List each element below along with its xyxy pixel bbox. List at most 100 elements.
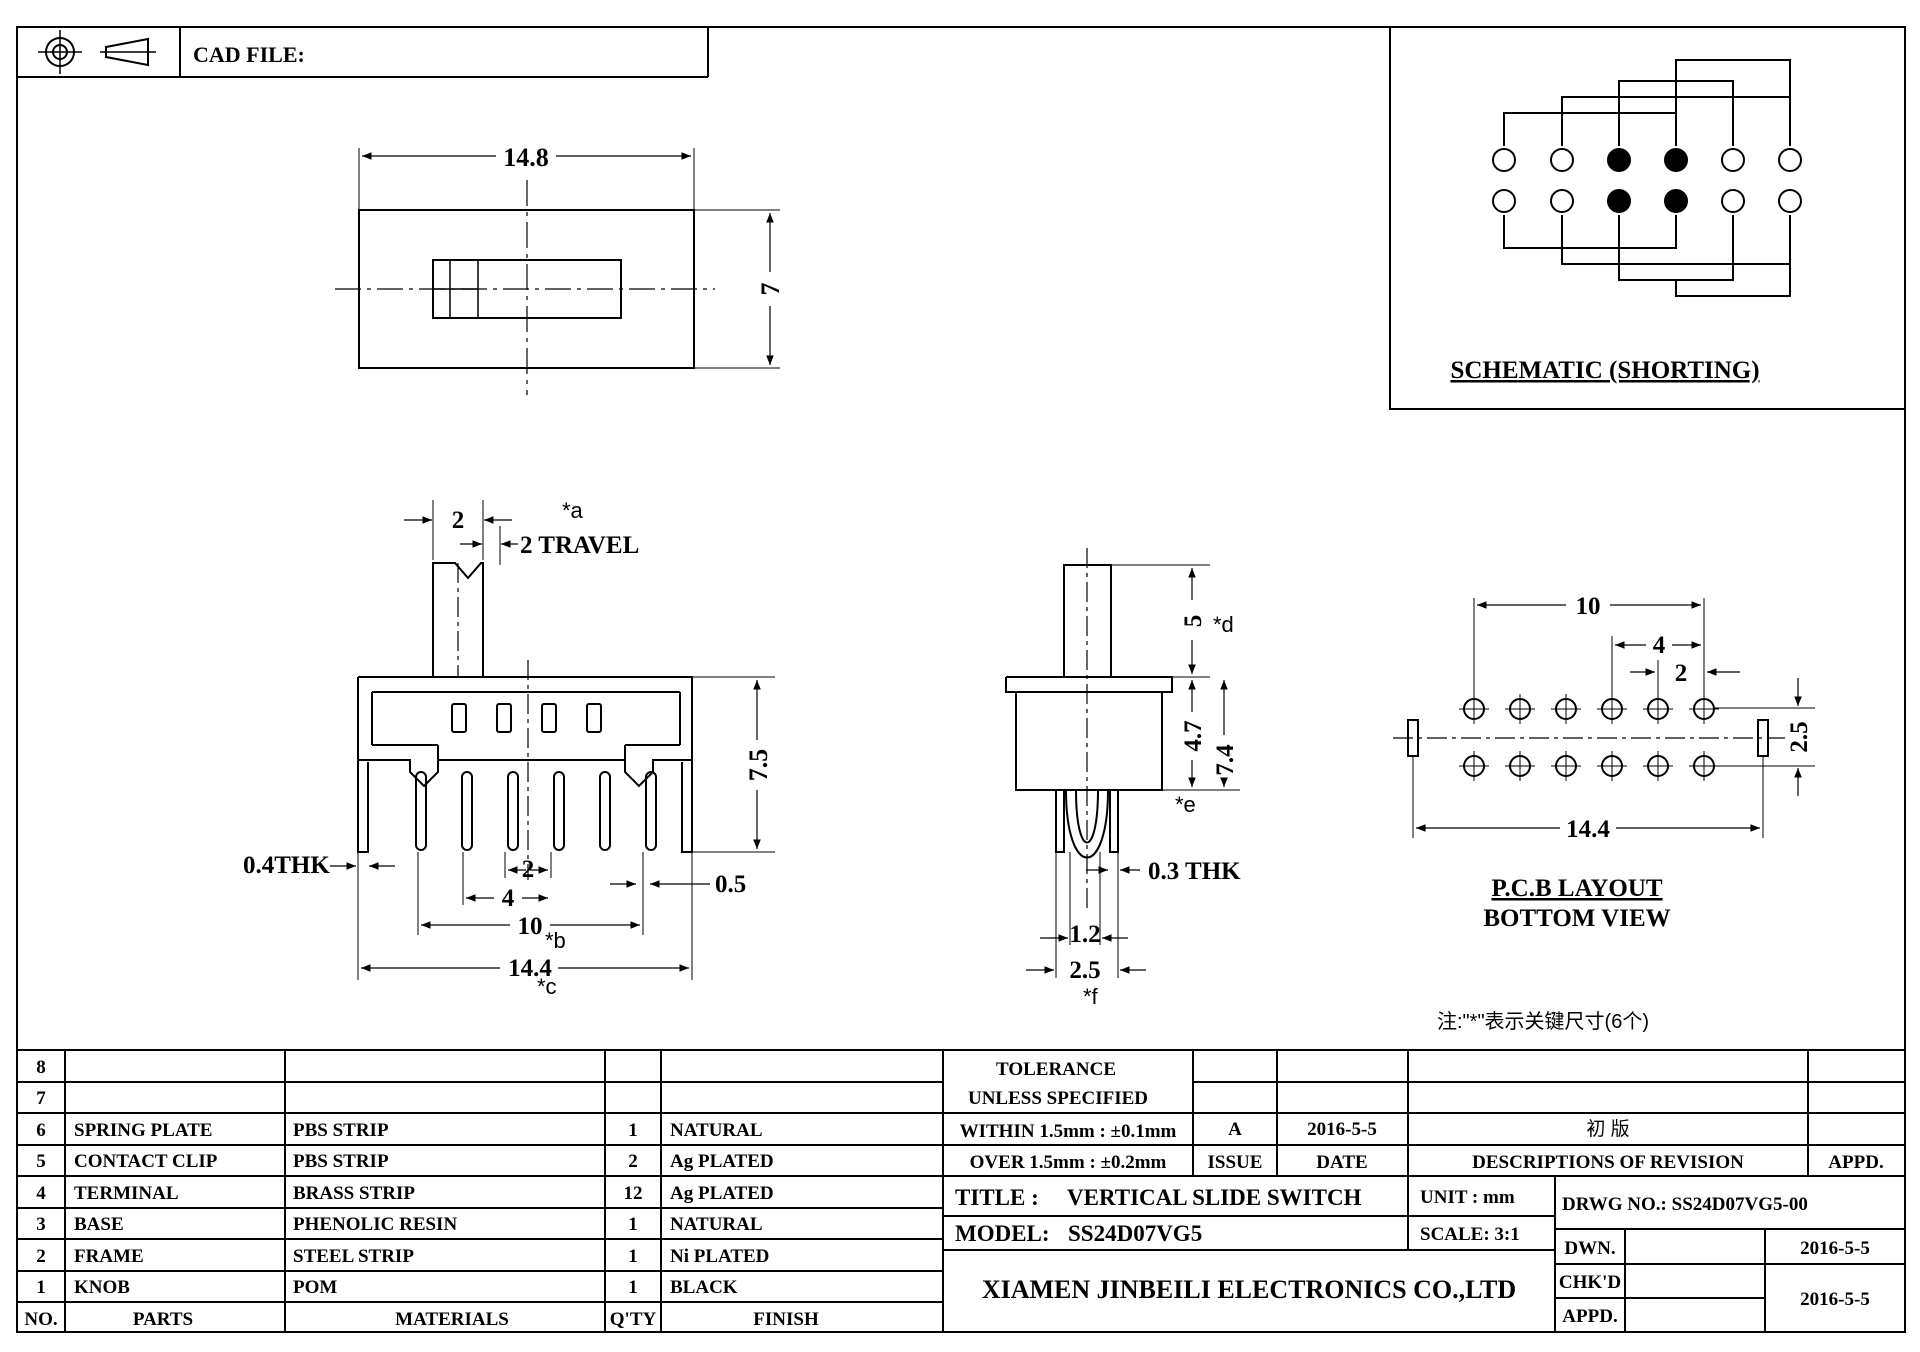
appd-label: APPD.	[1828, 1152, 1883, 1173]
schematic-pin	[1607, 148, 1631, 172]
bom-cell-no: 6	[36, 1120, 46, 1141]
cad-file-label: CAD FILE:	[193, 42, 305, 67]
side-total-dim: 7.4	[1212, 744, 1239, 776]
bom-cell-finish: NATURAL	[670, 1120, 763, 1141]
issue-label: ISSUE	[1208, 1152, 1263, 1173]
tolerance-within: WITHIN 1.5mm : ±0.1mm	[960, 1121, 1177, 1142]
side-view	[1005, 548, 1240, 978]
bom-cell-material: PBS STRIP	[293, 1151, 389, 1172]
schematic-pin	[1550, 148, 1574, 172]
bom-cell-no: 3	[36, 1214, 46, 1235]
front-mark-b: *b	[545, 928, 566, 953]
pcb-dim-2: 2	[1675, 660, 1688, 687]
dwn-label: DWN.	[1564, 1238, 1615, 1259]
bom-cell-qty: 1	[628, 1214, 638, 1235]
side-width-dim: 2.5	[1069, 957, 1100, 984]
pcb-layout-subtitle: BOTTOM VIEW	[1483, 905, 1670, 932]
schematic-pin	[1492, 189, 1516, 213]
side-mark-f: *f	[1083, 984, 1099, 1009]
title-block	[943, 1050, 1905, 1332]
bom-cell-no: 2	[36, 1246, 46, 1267]
front-pin-pitch-dim: 2	[522, 856, 535, 883]
schematic-title: SCHEMATIC (SHORTING)	[1450, 357, 1759, 384]
schematic-pin	[1492, 148, 1516, 172]
bom-cell-part: KNOB	[74, 1277, 130, 1298]
tolerance-over: OVER 1.5mm : ±0.2mm	[970, 1152, 1167, 1173]
terminal-pin	[599, 771, 611, 851]
bom-cell-part: TERMINAL	[74, 1183, 179, 1204]
title-value: VERTICAL SLIDE SWITCH	[1067, 1185, 1362, 1210]
schematic-wire	[1503, 112, 1677, 146]
bom-cell-qty: 2	[628, 1151, 638, 1172]
tolerance-label: TOLERANCE	[996, 1059, 1116, 1080]
bom-cell-no: 8	[36, 1057, 46, 1078]
critical-dimension-note: 注:"*"表示关键尺寸(6个)	[1437, 1010, 1649, 1033]
front-pin-width-dim: 0.5	[715, 871, 746, 898]
bom-cell-material: PHENOLIC RESIN	[293, 1214, 457, 1235]
front-pin-span-4-dim: 4	[502, 885, 515, 912]
title-label: TITLE :	[955, 1185, 1039, 1210]
top-view-height-dim: 7	[756, 283, 785, 296]
chkd-label: CHK'D	[1559, 1272, 1621, 1293]
bom-cell-no: 7	[36, 1088, 46, 1109]
bom-cell-part: SPRING PLATE	[74, 1120, 212, 1141]
unless-specified-label: UNLESS SPECIFIED	[968, 1088, 1148, 1109]
front-total-dim: 14.4	[508, 955, 552, 982]
bom-cell-finish: Ni PLATED	[670, 1246, 769, 1267]
bom-cell-material: PBS STRIP	[293, 1120, 389, 1141]
terminal-pin	[461, 771, 473, 851]
bom-cell-no: 4	[36, 1183, 46, 1204]
unit-label: UNIT : mm	[1420, 1187, 1515, 1208]
terminal-pin	[415, 771, 427, 851]
terminal-pin	[507, 771, 519, 851]
bom-cell-qty: 1	[628, 1246, 638, 1267]
bom-cell-finish: NATURAL	[670, 1214, 763, 1235]
pcb-dim-10: 10	[1576, 593, 1601, 620]
bom-cell-qty: 12	[624, 1183, 643, 1204]
bom-cell-part: FRAME	[74, 1246, 144, 1267]
front-travel-dim: 2 TRAVEL	[520, 532, 639, 559]
revision-description: 初 版	[1586, 1118, 1629, 1140]
schematic-wire	[1503, 215, 1677, 249]
bom-cell-material: BRASS STRIP	[293, 1183, 415, 1204]
dwn-date: 2016-5-5	[1800, 1238, 1870, 1259]
bom-cell-material: STEEL STRIP	[293, 1246, 414, 1267]
side-pin-dim: 1.2	[1069, 921, 1100, 948]
bom-cell-no: 5	[36, 1151, 46, 1172]
front-height-dim: 7.5	[744, 749, 773, 782]
bom-header-finish: FINISH	[753, 1309, 819, 1330]
front-knob-width-dim: 2	[452, 507, 465, 534]
projection-symbol-icon	[38, 30, 156, 74]
schematic-pin	[1607, 189, 1631, 213]
pcb-layout-title: P.C.B LAYOUT	[1491, 875, 1662, 902]
bom-header-materials: MATERIALS	[395, 1309, 509, 1330]
schematic-wire	[1561, 215, 1791, 265]
bom-cell-qty: 1	[628, 1120, 638, 1141]
side-body-dim: 4.7	[1180, 720, 1207, 751]
model-label: MODEL:	[955, 1221, 1050, 1246]
front-view	[330, 500, 775, 980]
bom-table	[17, 1049, 1905, 1332]
schematic-pin	[1721, 189, 1745, 213]
schematic-pin	[1778, 189, 1802, 213]
bom-header-qty: Q'TY	[610, 1309, 657, 1330]
terminal-pin	[645, 771, 657, 851]
top-view-width-dim: 14.8	[503, 143, 549, 172]
pcb-dim-25: 2.5	[1786, 721, 1813, 752]
front-mark-a: *a	[562, 498, 584, 523]
side-mark-d: *d	[1213, 612, 1234, 637]
schematic-wire	[1675, 264, 1791, 297]
drawing-number: DRWG NO.: SS24D07VG5-00	[1562, 1194, 1808, 1215]
schematic-wire	[1675, 59, 1791, 146]
company-name: XIAMEN JINBEILI ELECTRONICS CO.,LTD	[982, 1275, 1516, 1304]
date-label: DATE	[1316, 1152, 1367, 1173]
schematic-pin	[1664, 148, 1688, 172]
bom-cell-finish: Ag PLATED	[670, 1151, 774, 1172]
side-knob-dim: 5	[1180, 615, 1207, 628]
bom-cell-part: BASE	[74, 1214, 124, 1235]
revision-date: 2016-5-5	[1307, 1119, 1377, 1140]
model-value: SS24D07VG5	[1068, 1221, 1202, 1246]
bom-cell-finish: BLACK	[670, 1277, 738, 1298]
top-view	[335, 148, 780, 395]
scale-label: SCALE: 3:1	[1420, 1224, 1520, 1245]
